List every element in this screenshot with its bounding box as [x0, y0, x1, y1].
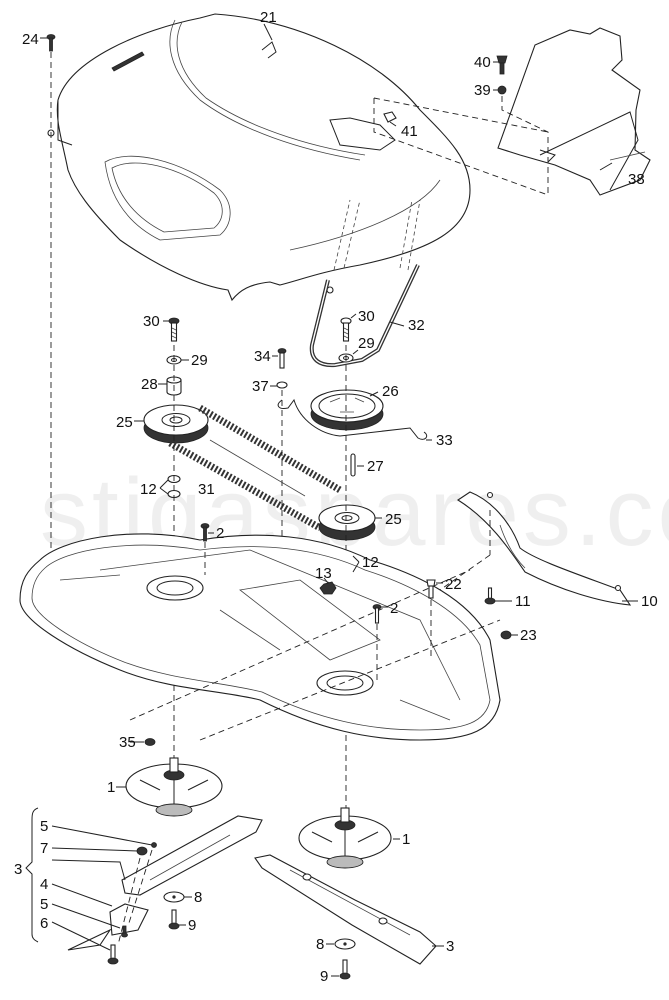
callout-40[interactable]: 40 — [474, 54, 491, 71]
assembly-line — [117, 849, 153, 946]
callout-33[interactable]: 33 — [436, 432, 453, 449]
callout-5[interactable]: 5 — [40, 818, 48, 835]
callout-8[interactable]: 8 — [316, 936, 324, 953]
callout-22[interactable]: 22 — [445, 576, 462, 593]
callout-1[interactable]: 1 — [107, 779, 115, 796]
bolt-part-9[interactable] — [168, 909, 180, 930]
callout-8[interactable]: 8 — [194, 889, 202, 906]
belt-cover-part-21[interactable] — [47, 13, 471, 302]
timing-pulley-part-25[interactable] — [143, 404, 209, 444]
callout-28[interactable]: 28 — [141, 376, 158, 393]
callout-12[interactable]: 12 — [362, 554, 379, 571]
washer-part-8[interactable] — [163, 891, 185, 903]
callout-6[interactable]: 6 — [40, 915, 48, 932]
timing-pulley-part-25[interactable] — [318, 504, 376, 541]
spindle-part-1[interactable] — [298, 807, 392, 869]
callout-32[interactable]: 32 — [408, 317, 425, 334]
mulching-blade-part-4[interactable] — [67, 903, 149, 951]
discharge-chute-part-10[interactable] — [456, 491, 632, 606]
callout-30[interactable]: 30 — [358, 308, 375, 325]
callout-2[interactable]: 2 — [390, 600, 398, 617]
blade-part-3[interactable] — [121, 815, 263, 896]
bolt-part-11[interactable] — [484, 587, 496, 605]
callout-27[interactable]: 27 — [367, 458, 384, 475]
mower-deck[interactable] — [19, 533, 501, 741]
callout-7[interactable]: 7 — [40, 840, 48, 857]
nut-part-7[interactable] — [136, 846, 148, 856]
bolt-part-9[interactable] — [339, 959, 351, 980]
callout-29[interactable]: 29 — [191, 352, 208, 369]
callout-5[interactable]: 5 — [40, 896, 48, 913]
assembly-line — [373, 98, 549, 196]
callout-26[interactable]: 26 — [382, 383, 399, 400]
callout-9[interactable]: 9 — [320, 968, 328, 985]
spring-part-33[interactable] — [277, 398, 428, 440]
callout-34[interactable]: 34 — [254, 348, 271, 365]
kit-bracket — [25, 807, 39, 943]
nut-part-13[interactable] — [319, 581, 337, 595]
callout-21[interactable]: 21 — [260, 9, 277, 26]
screw-part-5[interactable] — [121, 925, 128, 938]
callout-13[interactable]: 13 — [315, 565, 332, 582]
bolt-part-30[interactable] — [340, 317, 352, 342]
callout-9[interactable]: 9 — [188, 917, 196, 934]
leader-lines — [40, 23, 638, 977]
nut-part-5[interactable] — [151, 842, 157, 848]
spindle-part-1[interactable] — [125, 757, 223, 817]
callout-29[interactable]: 29 — [358, 335, 375, 352]
washer-part-8[interactable] — [334, 938, 356, 950]
screw-part-24[interactable] — [46, 34, 56, 52]
callout-30[interactable]: 30 — [143, 313, 160, 330]
callout-39[interactable]: 39 — [474, 82, 491, 99]
callout-25[interactable]: 25 — [385, 511, 402, 528]
washer-part-37[interactable] — [276, 381, 288, 389]
callout-3[interactable]: 3 — [446, 938, 454, 955]
nut-part-39[interactable] — [497, 85, 507, 95]
callout-3[interactable]: 3 — [14, 861, 22, 878]
callout-23[interactable]: 23 — [520, 627, 537, 644]
clip-part-41[interactable] — [383, 111, 397, 123]
callout-1[interactable]: 1 — [402, 831, 410, 848]
assembly-line — [439, 510, 491, 591]
callout-31[interactable]: 31 — [198, 481, 215, 498]
callout-4[interactable]: 4 — [40, 876, 48, 893]
callout-24[interactable]: 24 — [22, 31, 39, 48]
callout-41[interactable]: 41 — [401, 123, 418, 140]
callout-37[interactable]: 37 — [252, 378, 269, 395]
nut-part-23[interactable] — [500, 630, 512, 640]
callout-25[interactable]: 25 — [116, 414, 133, 431]
callout-10[interactable]: 10 — [641, 593, 658, 610]
deflector-part-38[interactable] — [497, 27, 651, 196]
callout-38[interactable]: 38 — [628, 171, 645, 188]
callout-35[interactable]: 35 — [119, 734, 136, 751]
v-pulley-part-26[interactable] — [310, 389, 384, 431]
pin-part-27[interactable] — [350, 453, 356, 477]
bolt-part-2[interactable] — [200, 523, 210, 542]
bolt-part-34[interactable] — [277, 348, 287, 369]
nut-part-35[interactable] — [144, 738, 156, 746]
bolt-part-30[interactable] — [168, 317, 180, 342]
timing-belt-part-31[interactable] — [168, 404, 342, 532]
callout-2[interactable]: 2 — [216, 525, 224, 542]
bolt-part-6[interactable] — [107, 944, 119, 965]
v-belt-part-32[interactable] — [309, 199, 421, 368]
callout-11[interactable]: 11 — [515, 593, 531, 610]
callout-12[interactable]: 12 — [140, 481, 157, 498]
bolt-part-22[interactable] — [426, 579, 436, 599]
bolt-part-40[interactable] — [496, 55, 508, 75]
